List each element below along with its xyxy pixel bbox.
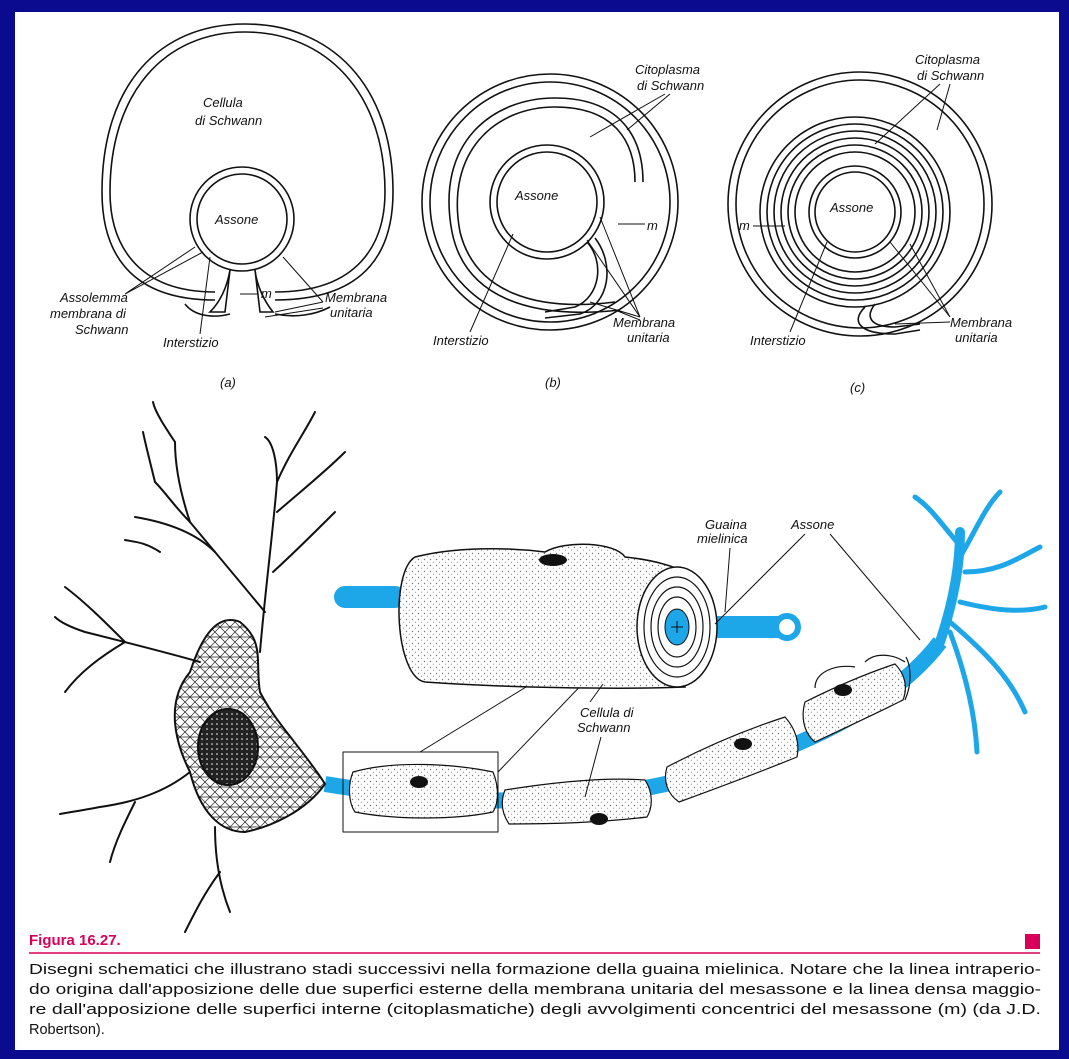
- label-assone-neuron: Assone: [790, 517, 834, 532]
- neuron-illustration: Guaina mielinica Assone Cellula di Schwa…: [55, 402, 1045, 932]
- panel-label-b: (b): [545, 375, 561, 390]
- label-assolemma-1: Assolemma: [59, 290, 128, 305]
- label-schwann-neuron: Schwann: [577, 720, 630, 735]
- label-di-schwann-c: di Schwann: [917, 68, 984, 83]
- axon-terminal: [915, 492, 1045, 752]
- myelin-cylinder: [345, 544, 798, 688]
- label-di-schwann-b: di Schwann: [637, 78, 704, 93]
- caption-marker: [1025, 934, 1040, 949]
- caption-line-2: do origina dall'apposizione delle due su…: [29, 982, 1041, 998]
- label-cellula: Cellula: [203, 95, 243, 110]
- panel-label-c: (c): [850, 380, 865, 395]
- schwann-cell-a-outline: [102, 24, 393, 300]
- nucleus: [198, 709, 258, 785]
- leader-assolemma: [125, 247, 203, 294]
- label-interstizio-a: Interstizio: [163, 335, 219, 350]
- diagram-b: Citoplasma di Schwann Assone m Interstiz…: [422, 62, 704, 390]
- label-citoplasma-c: Citoplasma: [915, 52, 980, 67]
- diagram-c: Citoplasma di Schwann Assone m Interstiz…: [728, 52, 1012, 395]
- label-unitaria-b: unitaria: [627, 330, 670, 345]
- label-membrana-a: Membrana: [325, 290, 387, 305]
- diagram-a: Cellula di Schwann Assone m Assolemma me…: [50, 24, 393, 390]
- caption-line-4: Robertson).: [29, 1022, 105, 1038]
- figure-panel: Cellula di Schwann Assone m Assolemma me…: [15, 12, 1059, 1050]
- panel-label-a: (a): [220, 375, 236, 390]
- label-m-c: m: [739, 218, 750, 233]
- label-mielinica: mielinica: [697, 531, 748, 546]
- label-m-a: m: [261, 286, 272, 301]
- leader-citoplasma-c: [875, 84, 950, 144]
- label-interstizio-b: Interstizio: [433, 333, 489, 348]
- label-assone-c: Assone: [829, 200, 873, 215]
- mesaxon-spiral-b: [449, 98, 643, 318]
- caption: Figura 16.27. Disegni schematici che ill…: [29, 932, 1041, 1038]
- caption-title: Figura 16.27.: [29, 932, 121, 949]
- label-unitaria-a: unitaria: [330, 305, 373, 320]
- caption-line-3: re dall'apposizione delle superfici inte…: [29, 1002, 1041, 1018]
- label-assolemma-3: Schwann: [75, 322, 128, 337]
- leader-guaina: [725, 548, 730, 612]
- caption-line-1: Disegni schematici che illustrano stadi …: [29, 962, 1041, 978]
- label-membrana-b: Membrana: [613, 315, 675, 330]
- myelin-rings-c: [760, 117, 950, 334]
- label-interstizio-c: Interstizio: [750, 333, 806, 348]
- label-cellula-di: Cellula di: [580, 705, 635, 720]
- axon-a-rings: [185, 167, 330, 316]
- label-m-b: m: [647, 218, 658, 233]
- neuron-cell-body: [175, 620, 325, 832]
- label-assone-b: Assone: [514, 188, 558, 203]
- figure-svg: Cellula di Schwann Assone m Assolemma me…: [15, 12, 1059, 1050]
- label-unitaria-c: unitaria: [955, 330, 998, 345]
- label-assone-a: Assone: [214, 212, 258, 227]
- label-membrana-c: Membrana: [950, 315, 1012, 330]
- label-di-schwann-a: di Schwann: [195, 113, 262, 128]
- label-guaina: Guaina: [705, 517, 747, 532]
- leader-interstizio-a: [200, 257, 210, 334]
- label-citoplasma-b: Citoplasma: [635, 62, 700, 77]
- label-assolemma-2: membrana di: [50, 306, 127, 321]
- leader-interstizio-b: [470, 234, 513, 332]
